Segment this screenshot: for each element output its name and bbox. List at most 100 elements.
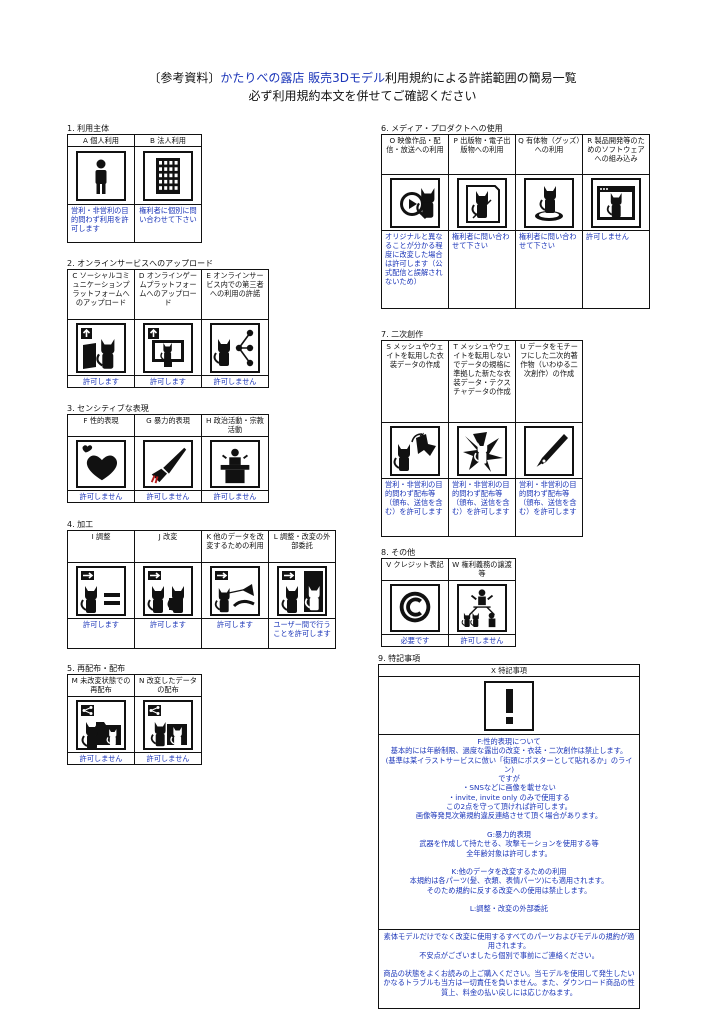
result-text: 権利者に個別に問い合わせて下さい	[134, 204, 202, 243]
result-text: 権利者に問い合わせて下さい	[448, 230, 516, 309]
result-text: 許可します	[134, 618, 202, 649]
section-table: F 性的表現 G 暴力的表現 H 政治活動・宗教活動 許可しません 許可しません…	[67, 414, 269, 503]
section-table: I 調整 J 改変 K 他のデータを改変するための利用 L 調整・改変の外部委託…	[67, 530, 336, 649]
col-header: D オンラインゲームプラットフォームへのアップロード	[134, 269, 202, 320]
page-title: 〔参考資料〕かたりべの露店 販売3Dモデル利用規約による許諾範囲の簡易一覧	[0, 70, 725, 87]
col-header: B 法人利用	[134, 134, 202, 147]
title-shop-name: かたりべの露店 販売3Dモデル	[220, 71, 386, 85]
modified-share-icon	[143, 699, 193, 750]
col-header: S メッシュやウェイトを転用した衣装データの作成	[381, 340, 449, 423]
result-text: 必要です	[381, 634, 449, 647]
transfer-icon	[210, 565, 260, 616]
section-label: 7. 二次創作	[381, 330, 424, 339]
col-header: L 調整・改変の外部委託	[268, 530, 336, 563]
section-9: 9. 特記事項 X 特記事項 F:性的表現について 基本的には年齢制限、過度な露…	[378, 654, 640, 1009]
section-label: 3. センシティブな表現	[67, 404, 149, 413]
result-text: 許可しません	[448, 634, 516, 647]
section-table: S メッシュやウェイトを転用した衣装データの作成 T メッシュやウェイトを転用し…	[381, 340, 583, 537]
col-header: E オンラインサービス内での第三者への利用の許諾	[201, 269, 269, 320]
section-table: V クレジット表記 W 権利義務の譲渡等 必要です 許可しません	[381, 558, 516, 647]
section-8: 8. その他 V クレジット表記 W 権利義務の譲渡等 必要です 許可しません	[381, 548, 516, 647]
section-label: 5. 再配布・配布	[67, 664, 126, 673]
folder-share-icon	[76, 699, 126, 750]
podium-icon	[210, 439, 260, 488]
adjust-equal-icon	[76, 565, 126, 616]
section-table: A 個人利用 B 法人利用 営利・非営利の目的問わず利用を許可します 権利者に個…	[67, 134, 202, 243]
book-icon	[457, 177, 507, 228]
col-header: O 映像作品・配信・放送への利用	[381, 134, 449, 175]
result-text: 許可します	[134, 375, 202, 388]
col-header: F 性的表現	[67, 414, 135, 437]
section-5: 5. 再配布・配布 M 未改変状態での再配布 N 改変したデータの配布 許可しま…	[67, 664, 202, 765]
section-label: 9. 特記事項	[378, 654, 421, 663]
title-prefix: 〔参考資料〕	[148, 71, 221, 85]
section-table: M 未改変状態での再配布 N 改変したデータの配布 許可しません 許可しません	[67, 674, 202, 765]
exclamation-icon	[484, 680, 534, 731]
section-3: 3. センシティブな表現 F 性的表現 G 暴力的表現 H 政治活動・宗教活動 …	[67, 404, 269, 503]
figure-goods-icon	[524, 177, 574, 228]
result-text: 営利・非営利の目的問わず配布等（頒布、送信を含む）を許可します	[381, 478, 449, 537]
video-play-icon	[390, 177, 440, 228]
person-icon	[76, 150, 126, 201]
col-header: H 政治活動・宗教活動	[201, 414, 269, 437]
result-text: 営利・非営利の目的問わず配布等（頒布、送信を含む）を許可します	[448, 478, 516, 537]
copyright-icon	[390, 583, 440, 632]
building-icon	[143, 150, 193, 201]
outsource-icon	[277, 565, 327, 616]
section-1: 1. 利用主体 A 個人利用 B 法人利用 営利・非営利の目的問わず利用を許可し…	[67, 124, 202, 243]
result-text: 許可しません	[67, 752, 135, 765]
section-label: 4. 加工	[67, 520, 94, 529]
knife-icon	[143, 439, 193, 488]
special-notes-text: F:性的表現について 基本的には年齢制限、過度な露出の改変・衣装・二次創作は禁止…	[378, 734, 640, 930]
col-header: C ソーシャルコミュニケーションプラットフォームへのアップロード	[67, 269, 135, 320]
special-notes-text-2: 素体モデルだけでなく改変に使用するすべてのパーツおよびモデルの規約が適用されます…	[378, 929, 640, 1009]
result-text: 許可します	[67, 618, 135, 649]
title-suffix: 利用規約による許諾範囲の簡易一覧	[385, 71, 577, 85]
section-2: 2. オンラインサービスへのアップロード C ソーシャルコミュニケーションプラッ…	[67, 259, 269, 388]
upload-avatar-icon	[76, 322, 126, 373]
col-header: X 特記事項	[378, 664, 640, 677]
modify-icon	[143, 565, 193, 616]
col-header: Q 有体物（グッズ）への利用	[515, 134, 583, 175]
section-table: O 映像作品・配信・放送への利用 P 出版物・電子出版物への利用 Q 有体物（グ…	[381, 134, 650, 309]
section-6: 6. メディア・プロダクトへの使用 O 映像作品・配信・放送への利用 P 出版物…	[381, 124, 650, 309]
pen-nib-icon	[524, 425, 574, 476]
section-label: 1. 利用主体	[67, 124, 110, 133]
col-header: K 他のデータを改変するための利用	[201, 530, 269, 563]
col-header: G 暴力的表現	[134, 414, 202, 437]
col-header: A 個人利用	[67, 134, 135, 147]
col-header: V クレジット表記	[381, 558, 449, 581]
result-text: 許可します	[67, 375, 135, 388]
section-label: 2. オンラインサービスへのアップロード	[67, 259, 214, 268]
mesh-transfer-icon	[390, 425, 440, 476]
result-text: 営利・非営利の目的問わず利用を許可します	[67, 204, 135, 243]
col-header: M 未改変状態での再配布	[67, 674, 135, 697]
new-costume-icon	[457, 425, 507, 476]
col-header: I 調整	[67, 530, 135, 563]
section-label: 8. その他	[381, 548, 416, 557]
result-text: 許可しません	[134, 490, 202, 503]
col-header: R 製品開発等のためのソフトウェアへの組み込み	[582, 134, 650, 175]
result-text: ユーザー間で行うことを許可します	[268, 618, 336, 649]
result-text: 許可しません	[67, 490, 135, 503]
col-header: T メッシュやウェイトを転用しないでデータの規格に準拠した新たな衣装データ・テク…	[448, 340, 516, 423]
section-label: 6. メディア・プロダクトへの使用	[381, 124, 503, 133]
rights-transfer-icon	[457, 583, 507, 632]
section-4: 4. 加工 I 調整 J 改変 K 他のデータを改変するための利用 L 調整・改…	[67, 520, 336, 649]
result-text: 許可しません	[201, 490, 269, 503]
result-text: 営利・非営利の目的問わず配布等（頒布、送信を含む）を許可します	[515, 478, 583, 537]
result-text: 許可します	[201, 618, 269, 649]
special-notes-table: X 特記事項 F:性的表現について 基本的には年齢制限、過度な露出の改変・衣装・…	[378, 664, 640, 1009]
section-table: C ソーシャルコミュニケーションプラットフォームへのアップロード D オンライン…	[67, 269, 269, 388]
page-subtitle: 必ず利用規約本文を併せてご確認ください	[248, 89, 477, 103]
col-header: W 権利義務の譲渡等	[448, 558, 516, 581]
software-window-icon	[591, 177, 641, 228]
share-network-icon	[210, 322, 260, 373]
col-header: U データをモチーフにした二次的著作物（いわゆる二次創作）の作成	[515, 340, 583, 423]
heart-icon	[76, 439, 126, 488]
col-header: N 改変したデータの配布	[134, 674, 202, 697]
result-text: 権利者に問い合わせて下さい	[515, 230, 583, 309]
result-text: 許可しません	[134, 752, 202, 765]
result-text: 許可しません	[582, 230, 650, 309]
col-header: P 出版物・電子出版物への利用	[448, 134, 516, 175]
